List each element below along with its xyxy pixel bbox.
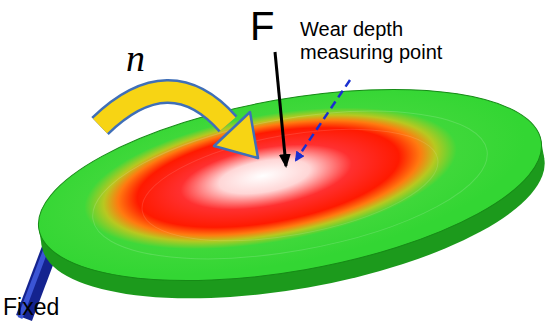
- rotation-speed-symbol: n: [126, 36, 145, 80]
- force-arrow: [275, 52, 286, 166]
- measuring-point-label: Wear depth measuring point: [300, 18, 450, 64]
- rotation-arrow: [100, 91, 258, 158]
- disc: [24, 56, 550, 327]
- fixed-label: Fixed: [3, 294, 59, 321]
- measuring-point-leader: [296, 80, 350, 160]
- force-symbol: F: [250, 4, 274, 49]
